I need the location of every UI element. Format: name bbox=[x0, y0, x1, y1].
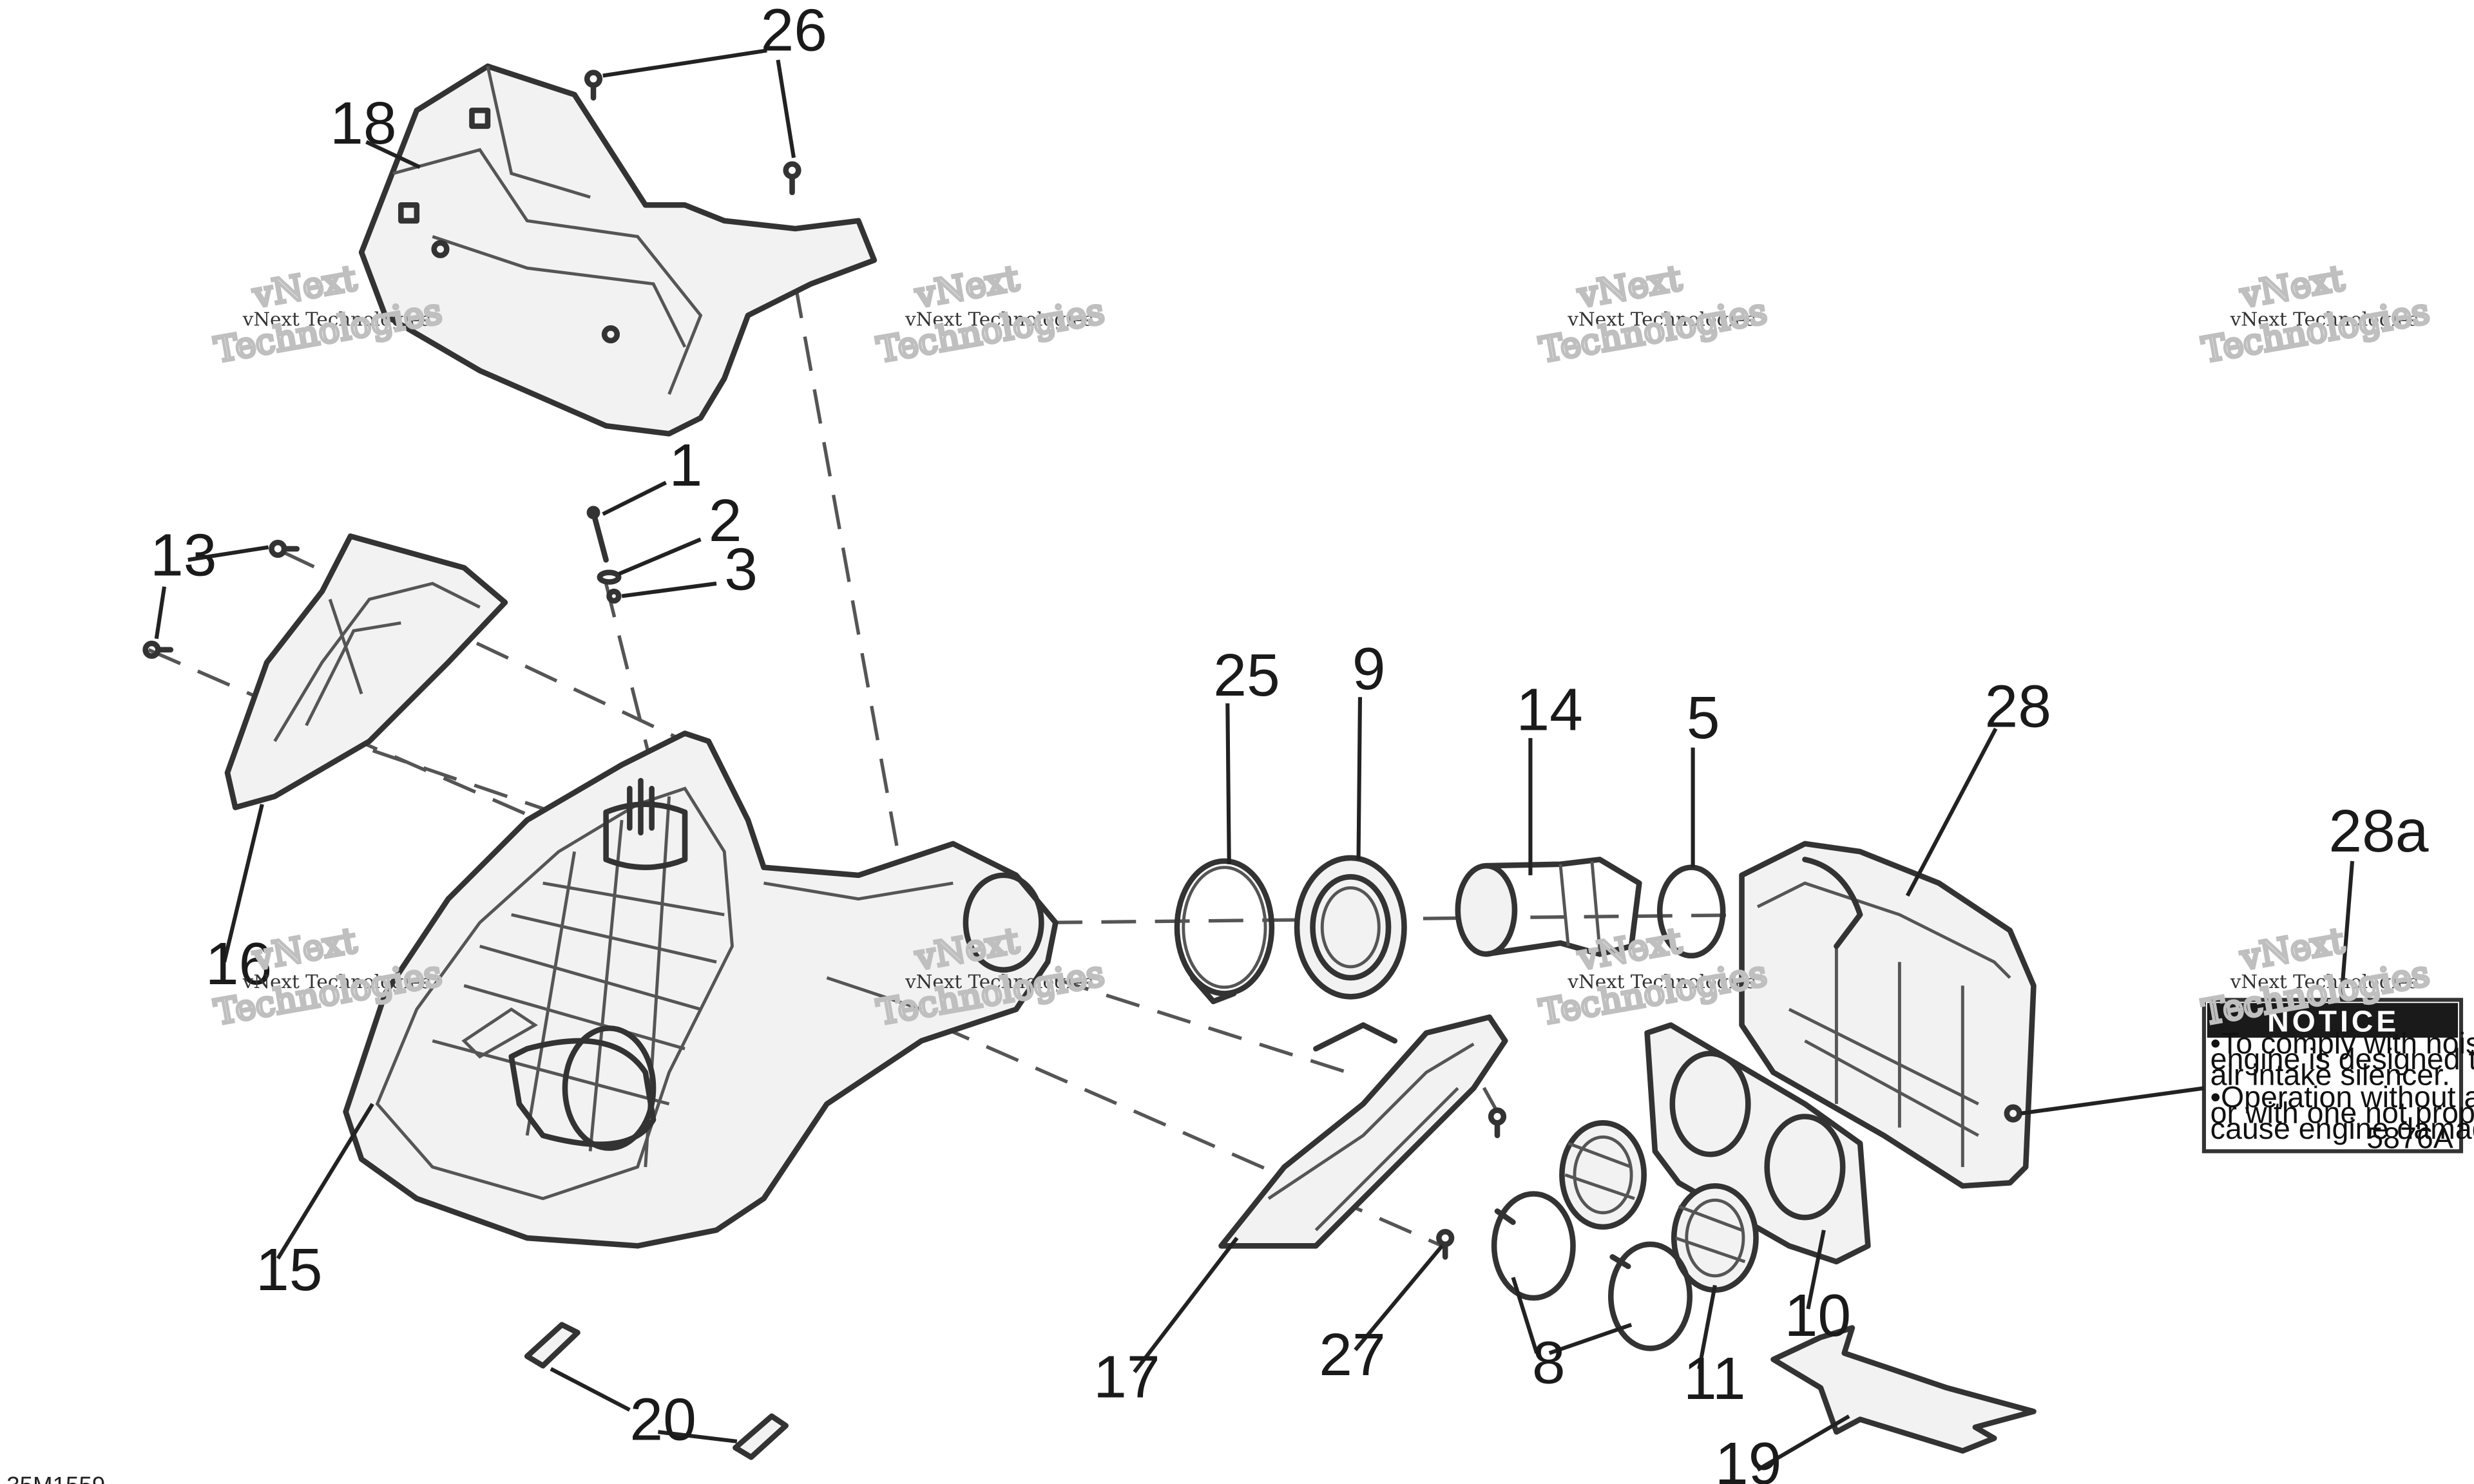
watermark-line-1f: vNext Technologies bbox=[905, 971, 1093, 993]
callout-10: 10 bbox=[1785, 1282, 1851, 1349]
callout-19: 19 bbox=[1715, 1430, 1781, 1484]
upper-cover-part-18 bbox=[358, 63, 877, 437]
screw-part-27b bbox=[1436, 1228, 1455, 1260]
watermark-line-1h: vNext Technologies bbox=[2230, 971, 2419, 993]
washer-part-2 bbox=[597, 569, 622, 585]
plate-part-20a bbox=[524, 1322, 580, 1369]
boot-part-11a bbox=[1559, 1120, 1647, 1230]
drawing-id: 35M1559 bbox=[6, 1472, 105, 1484]
nut-part-3 bbox=[606, 588, 622, 604]
callout-14: 14 bbox=[1516, 676, 1582, 743]
watermark-7: vNext vNext Technologies Technologies bbox=[1535, 918, 1772, 1034]
screw-part-13a bbox=[269, 539, 300, 558]
hose-clamp-part-8b bbox=[1607, 1241, 1692, 1351]
callout-26: 26 bbox=[761, 0, 827, 63]
silencer-part-28 bbox=[1739, 841, 2037, 1189]
callout-11: 11 bbox=[1683, 1345, 1746, 1412]
callout-9: 9 bbox=[1352, 635, 1386, 702]
callout-15: 15 bbox=[256, 1236, 322, 1303]
side-duct-part-16 bbox=[224, 533, 508, 810]
callout-17: 17 bbox=[1093, 1343, 1160, 1410]
adapter-part-14 bbox=[1455, 857, 1642, 957]
screw-part-13b bbox=[142, 640, 174, 659]
seal-part-9 bbox=[1294, 855, 1407, 1000]
notice-line-3: air intake silencer. bbox=[2210, 1058, 2450, 1092]
notice-line-5: or with one not properly installed may bbox=[2210, 1096, 2474, 1129]
notice-code: 5876A bbox=[2366, 1121, 2453, 1154]
base-plate-part-19 bbox=[1770, 1325, 2037, 1454]
watermark-line-1e: vNext Technologies bbox=[242, 971, 431, 993]
watermark-line-1d: vNext Technologies bbox=[2230, 309, 2419, 330]
plate-part-20b bbox=[733, 1413, 789, 1460]
watermark-line-1b: vNext Technologies bbox=[905, 309, 1093, 330]
hose-clamp-part-8a bbox=[1491, 1191, 1576, 1301]
notice-label-part-28a: NOTICE •To comply with noise regulations… bbox=[2201, 998, 2474, 1154]
callout-28: 28 bbox=[1985, 673, 2051, 740]
clamp-part-25 bbox=[1174, 858, 1275, 1005]
frame-plate-part-10 bbox=[1644, 1022, 1871, 1265]
bolt-part-1 bbox=[586, 506, 609, 563]
notice-line-4: •Operation without air intake silencer bbox=[2210, 1080, 2474, 1114]
callout-13: 13 bbox=[150, 522, 216, 589]
screw-part-27a bbox=[1488, 1107, 1507, 1139]
watermark-line-1a: vNext Technologies bbox=[242, 309, 431, 330]
callout-20: 20 bbox=[629, 1385, 696, 1452]
notice-line-6: cause engine damage. bbox=[2210, 1112, 2474, 1145]
callout-25: 25 bbox=[1213, 642, 1280, 709]
airbox-base-part-15 bbox=[343, 730, 1059, 1249]
notice-line-2: engine is designed to operate with an bbox=[2210, 1042, 2474, 1076]
watermark-line-1c: vNext Technologies bbox=[1567, 309, 1756, 330]
callout-18: 18 bbox=[330, 90, 396, 157]
callout-27: 27 bbox=[1319, 1321, 1385, 1388]
callouts: 26 18 1 2 3 13 16 15 20 25 9 14 5 28 28a… bbox=[150, 0, 2429, 1484]
watermark-3: vNext vNext Technologies Technologies bbox=[1535, 256, 1772, 372]
lower-duct-part-17 bbox=[1218, 1014, 1508, 1249]
callout-16: 16 bbox=[206, 930, 272, 997]
screw-part-26a bbox=[584, 70, 603, 101]
callout-2: 2 bbox=[709, 487, 742, 554]
notice-heading: NOTICE bbox=[2267, 1004, 2399, 1038]
watermark-4: vNext vNext Technologies Technologies bbox=[2198, 256, 2434, 372]
watermark-line-1g: vNext Technologies bbox=[1567, 971, 1756, 993]
callout-5: 5 bbox=[1687, 684, 1720, 751]
leader-lines bbox=[154, 48, 2355, 1472]
callout-1: 1 bbox=[669, 432, 703, 499]
watermark-2: vNext vNext Technologies Technologies bbox=[872, 256, 1109, 372]
screw-part-26b bbox=[783, 161, 801, 195]
callout-8: 8 bbox=[1532, 1329, 1566, 1396]
notice-line-1: •To comply with noise regulations, this bbox=[2210, 1027, 2474, 1060]
boot-part-11b bbox=[1671, 1183, 1759, 1293]
callout-3: 3 bbox=[724, 536, 758, 603]
callout-28a: 28a bbox=[2328, 797, 2428, 864]
